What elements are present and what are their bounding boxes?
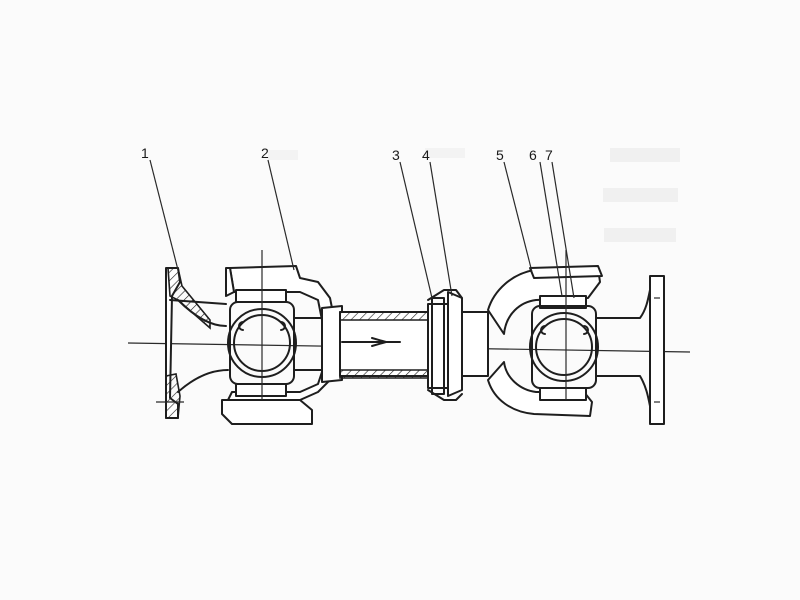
slip-shaft bbox=[321, 289, 489, 401]
leader-5 bbox=[503, 161, 533, 273]
callout-4: 4 bbox=[422, 147, 430, 163]
leader-4 bbox=[429, 161, 453, 297]
callout-labels: 1 2 3 4 5 6 7 bbox=[141, 145, 553, 163]
callout-6: 6 bbox=[529, 147, 537, 163]
paper-bleed-marks bbox=[268, 148, 680, 242]
leader-1 bbox=[149, 159, 179, 271]
right-universal-joint bbox=[487, 250, 603, 417]
callout-7: 7 bbox=[545, 147, 553, 163]
left-flange bbox=[156, 267, 229, 419]
leader-6 bbox=[539, 161, 563, 297]
leader-2 bbox=[267, 159, 295, 271]
callout-5: 5 bbox=[496, 147, 504, 163]
callout-2: 2 bbox=[261, 145, 269, 161]
leader-7 bbox=[551, 161, 575, 299]
leader-lines bbox=[149, 159, 575, 299]
callout-3: 3 bbox=[392, 147, 400, 163]
leader-3 bbox=[399, 161, 433, 299]
left-universal-joint bbox=[221, 250, 335, 425]
right-flange bbox=[595, 275, 665, 425]
callout-1: 1 bbox=[141, 145, 149, 161]
